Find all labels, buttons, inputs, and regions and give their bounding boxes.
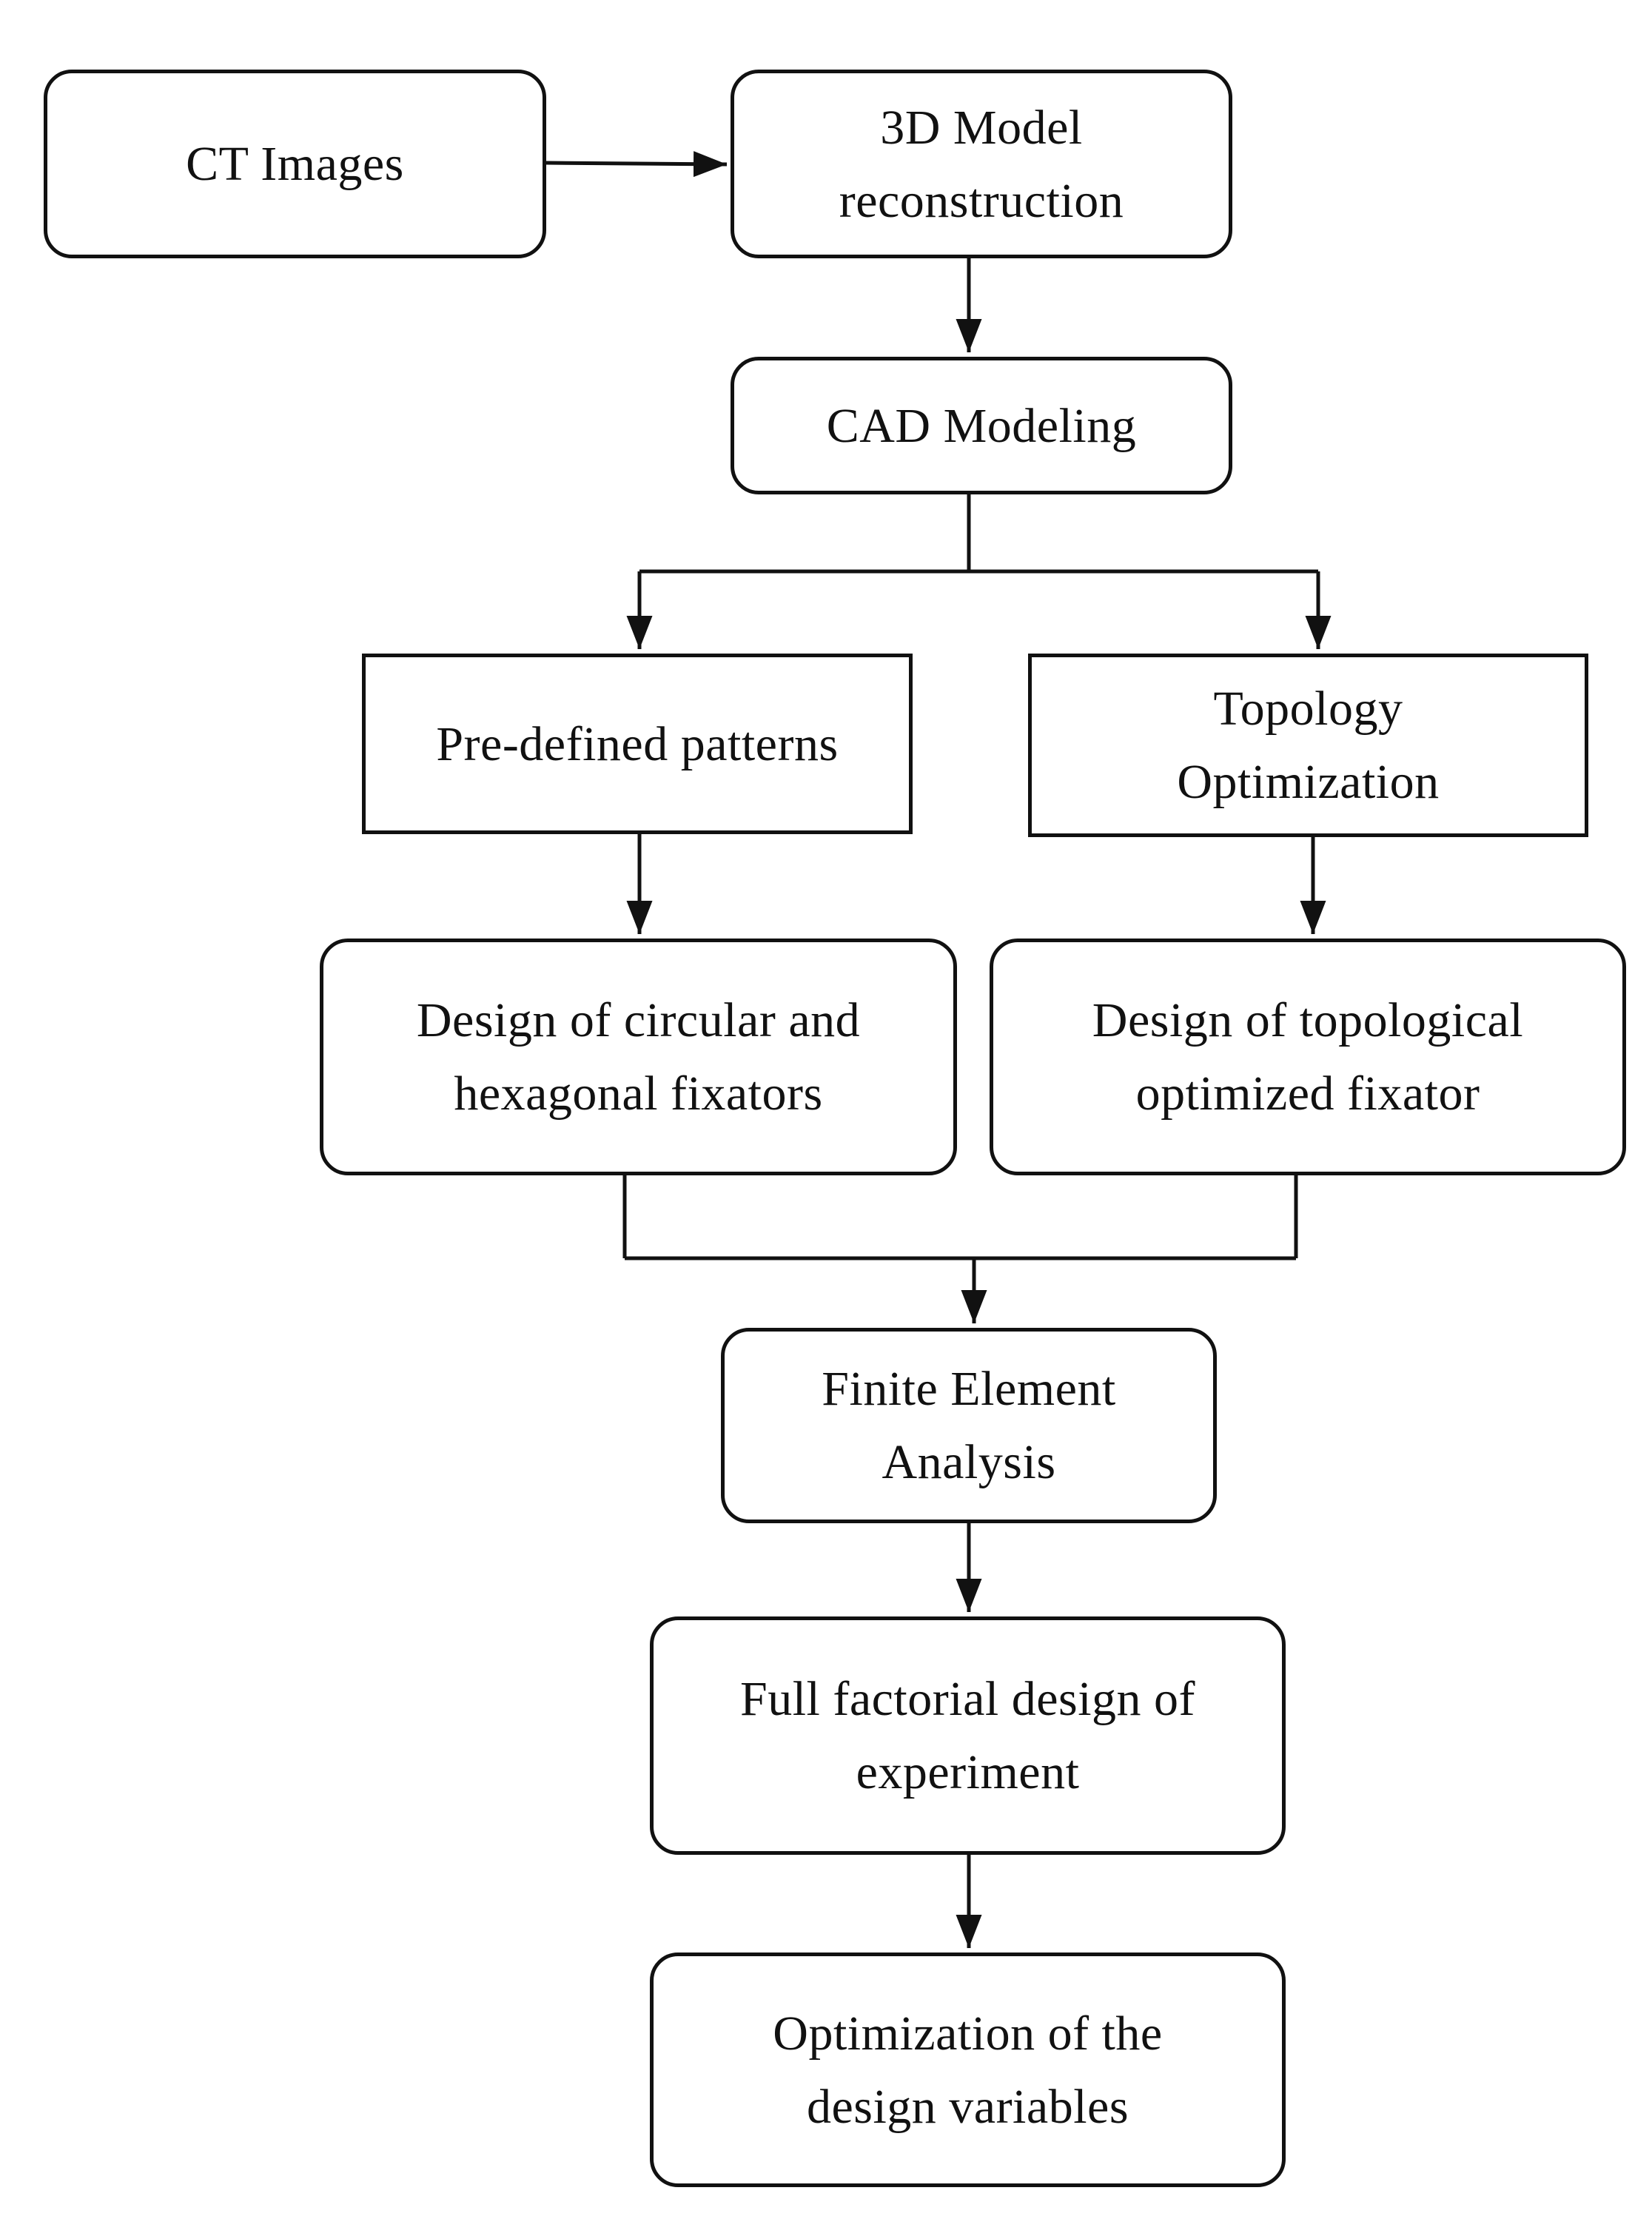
node-topology-optimization: Topology Optimization [1028,654,1588,837]
node-3d-model-reconstruction-label: 3D Model reconstruction [839,100,1124,228]
node-predefined-patterns: Pre-defined patterns [362,654,913,834]
node-finite-element-analysis-label: Finite Element Analysis [822,1362,1116,1489]
node-design-topological-label: Design of topological optimized fixator [1092,993,1524,1121]
node-optimization-design-variables-label: Optimization of the design variables [773,2006,1163,2134]
node-cad-modeling-label: CAD Modeling [826,398,1137,453]
node-cad-modeling: CAD Modeling [731,357,1232,494]
node-design-circular-hexagonal-label: Design of circular and hexagonal fixator… [416,993,861,1121]
edge-ct-to-3d [545,151,728,178]
node-finite-element-analysis: Finite Element Analysis [721,1328,1217,1523]
node-full-factorial-design-label: Full factorial design of experiment [739,1672,1196,1799]
node-3d-model-reconstruction: 3D Model reconstruction [731,70,1232,258]
node-ct-images: CT Images [44,70,546,258]
node-predefined-patterns-label: Pre-defined patterns [436,716,839,771]
node-design-topological: Design of topological optimized fixator [990,939,1626,1175]
node-full-factorial-design: Full factorial design of experiment [650,1616,1286,1855]
node-optimization-design-variables: Optimization of the design variables [650,1953,1286,2187]
node-ct-images-label: CT Images [186,137,404,191]
node-design-circular-hexagonal: Design of circular and hexagonal fixator… [320,939,957,1175]
node-topology-optimization-label: Topology Optimization [1177,682,1440,809]
